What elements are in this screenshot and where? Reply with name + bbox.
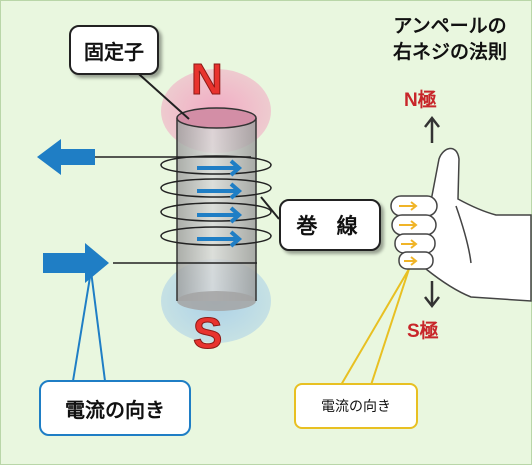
stator-callout: 固定子: [69, 25, 159, 75]
up-arrow-icon: [424, 115, 440, 143]
current-direction-callout-left: 電流の向き: [39, 380, 191, 436]
coil-callout-pointer: [260, 196, 280, 220]
left-arrow-icon: [37, 139, 95, 175]
current-direction-label-left: 電流の向き: [65, 397, 165, 422]
coil-current-arrows: [197, 159, 243, 248]
north-pole-label: N: [191, 55, 224, 105]
south-pole-label: S: [192, 309, 223, 359]
stator-label: 固定子: [84, 39, 144, 64]
rule-title-line2: 右ネジの法則: [392, 41, 507, 63]
current-right-callout-pointer: [340, 268, 410, 386]
coil-label: 巻 線: [296, 214, 364, 238]
current-direction-label-right: 電流の向き: [321, 399, 391, 415]
down-arrow-icon: [424, 281, 440, 309]
stator-core: [176, 107, 257, 311]
current-left-callout-pointer: [72, 270, 106, 382]
stator-callout-pointer: [130, 66, 190, 120]
right-arrow-icon: [43, 243, 109, 283]
coil-callout: 巻 線: [279, 199, 381, 251]
rule-title-line1: アンペールの: [393, 15, 507, 37]
rule-title: アンペールの 右ネジの法則: [375, 13, 525, 65]
finger-current-arrows: [399, 201, 418, 266]
current-direction-callout-right: 電流の向き: [294, 383, 418, 429]
n-pole-direction-label: N極: [404, 90, 437, 111]
s-pole-direction-label: S極: [407, 321, 439, 342]
